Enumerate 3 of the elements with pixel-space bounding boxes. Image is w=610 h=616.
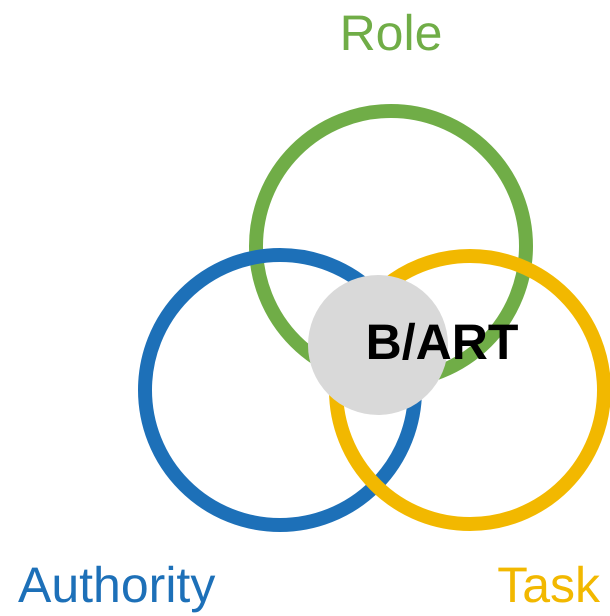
ring-label: Task bbox=[497, 560, 600, 610]
ring-label: Authority bbox=[18, 560, 216, 610]
ring-label: Role bbox=[340, 8, 442, 58]
